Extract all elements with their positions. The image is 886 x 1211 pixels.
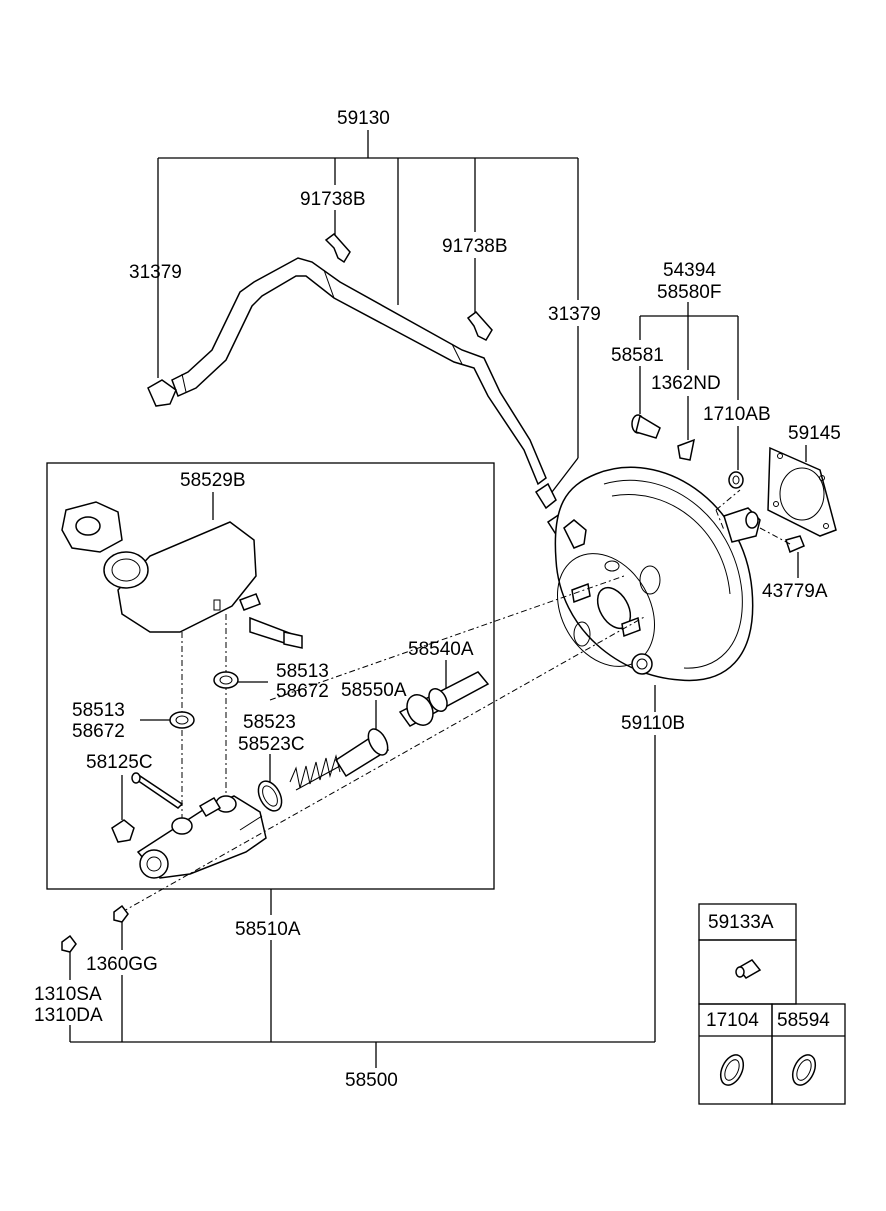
pin-58581	[631, 414, 661, 439]
master-cylinder-body	[136, 795, 267, 879]
label-59130: 59130	[337, 108, 390, 129]
leader-58500	[69, 889, 655, 1068]
label-17104: 17104	[706, 1010, 759, 1031]
label-58510a: 58510A	[235, 919, 301, 940]
label-58594: 58594	[777, 1010, 830, 1031]
label-91738b-1: 91738B	[300, 189, 366, 210]
label-58540a: 58540A	[408, 639, 474, 660]
label-59145: 59145	[788, 423, 841, 444]
reservoir-58529b	[103, 521, 303, 649]
fitting-59133a	[735, 959, 762, 979]
piston-58540a	[398, 671, 490, 727]
label-58500: 58500	[345, 1070, 398, 1091]
label-58672-upper: 58672	[276, 681, 329, 702]
label-1310da: 1310DA	[34, 1005, 103, 1026]
label-58581: 58581	[611, 345, 664, 366]
clamp-91738b-1	[324, 232, 351, 264]
label-43779a: 43779A	[762, 581, 828, 602]
label-59133a: 59133A	[708, 912, 774, 933]
label-58513-lower: 58513	[72, 700, 125, 721]
label-58550a: 58550A	[341, 680, 407, 701]
label-54394: 54394	[663, 260, 716, 281]
label-58580f: 58580F	[657, 282, 721, 303]
clamp-31379-1	[147, 379, 177, 407]
label-1710ab: 1710AB	[703, 404, 771, 425]
clamp-91738b-2	[466, 310, 493, 341]
clip-1362nd	[677, 438, 696, 461]
nut-1310sa	[61, 934, 77, 953]
gasket-59145	[767, 445, 837, 537]
label-58529b: 58529B	[180, 470, 246, 491]
parts-table	[698, 903, 846, 1105]
label-1310sa: 1310SA	[34, 984, 102, 1005]
leader-58580f	[639, 302, 739, 470]
pin-43779a	[759, 527, 805, 578]
spring	[289, 754, 341, 791]
label-1360gg: 1360GG	[86, 954, 158, 975]
label-58125c: 58125C	[86, 752, 153, 773]
washer-1710ab	[728, 471, 744, 489]
label-58513-upper: 58513	[276, 661, 329, 682]
label-31379-1: 31379	[129, 262, 182, 283]
seal-58594	[791, 1054, 817, 1086]
nut-1360gg	[113, 904, 129, 923]
nut-58125c	[111, 819, 135, 843]
seal-17104	[719, 1054, 745, 1086]
label-58523: 58523	[243, 712, 296, 733]
grommet-58513-lower	[169, 711, 195, 729]
label-58523c: 58523C	[238, 734, 305, 755]
label-31379-2: 31379	[548, 304, 601, 325]
brake-booster	[554, 466, 754, 682]
leader-59130	[157, 130, 579, 493]
grommet-58513-upper	[213, 671, 239, 689]
reservoir-cap	[61, 501, 123, 553]
label-59110b: 59110B	[621, 713, 685, 734]
bolt-58125c	[131, 772, 184, 809]
piston-58550a	[334, 728, 390, 778]
label-1362nd: 1362ND	[651, 373, 721, 394]
oring-58523	[257, 780, 283, 812]
label-91738b-2: 91738B	[442, 236, 508, 257]
vacuum-hose	[171, 257, 547, 486]
label-58672-lower: 58672	[72, 721, 125, 742]
clevis	[715, 489, 761, 543]
